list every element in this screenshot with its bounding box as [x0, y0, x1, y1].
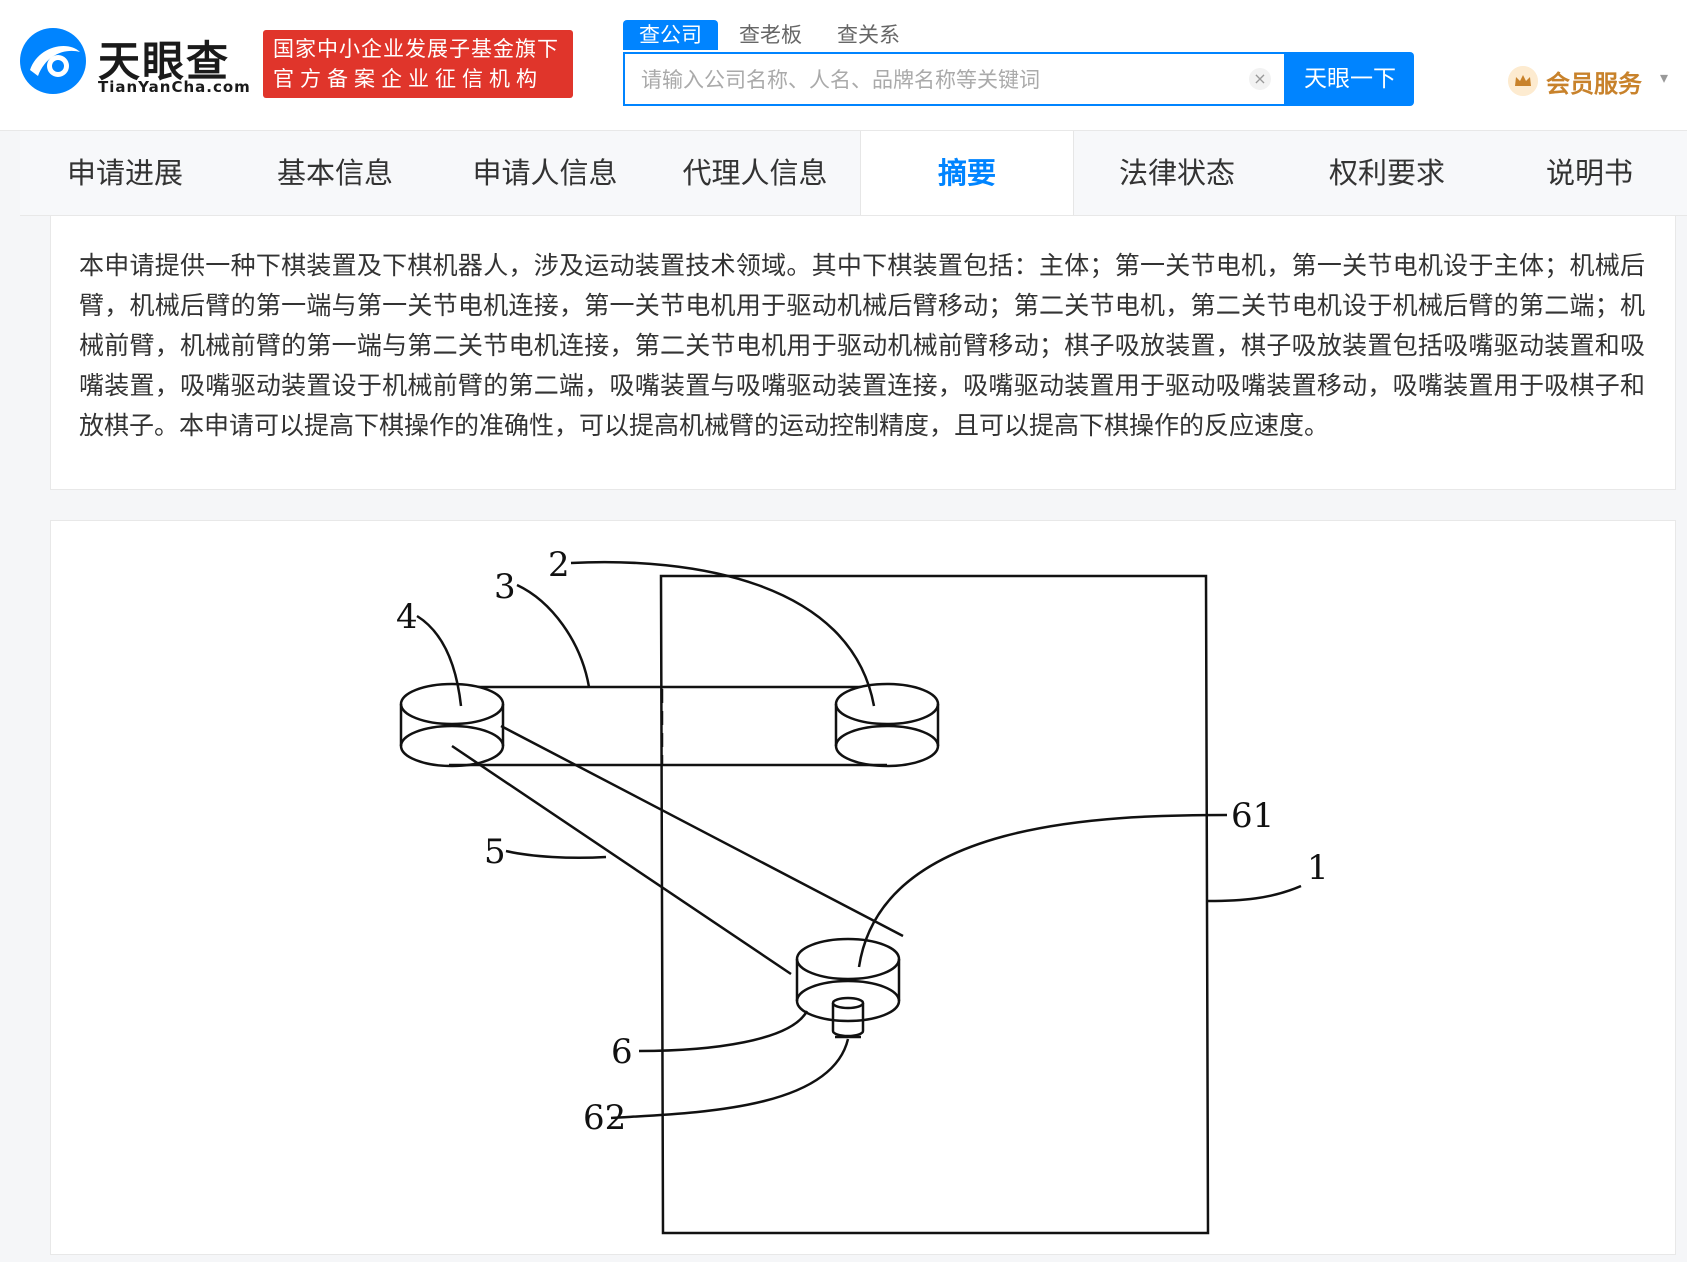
logo-domain: TianYanCha.com: [98, 78, 251, 96]
tianyancha-logo[interactable]: 天眼查 TianYanCha.com: [18, 22, 251, 102]
badge-line-1: 国家中小企业发展子基金旗下: [273, 37, 559, 61]
leader-61: [857, 813, 1228, 968]
abstract-panel: 本申请提供一种下棋装置及下棋机器人，涉及运动装置技术领域。其中下棋装置包括：主体…: [50, 216, 1676, 490]
rear-arm: [449, 685, 887, 767]
search-tab-relation[interactable]: 查关系: [837, 23, 900, 47]
leader-2: [570, 560, 876, 707]
search-box: ×: [623, 52, 1286, 106]
chevron-down-icon: ▾: [1660, 68, 1669, 87]
label-61: 61: [1231, 796, 1274, 836]
label-5: 5: [484, 832, 506, 872]
clear-icon[interactable]: ×: [1249, 68, 1271, 90]
leader-4: [416, 614, 463, 707]
tab-abstract[interactable]: 摘要: [860, 131, 1074, 215]
patent-section-tabs: 申请进展 基本信息 申请人信息 代理人信息 摘要 法律状态 权利要求 说明书: [20, 131, 1687, 216]
leader-6: [638, 1010, 809, 1053]
label-1: 1: [1307, 848, 1329, 888]
tab-basic-info[interactable]: 基本信息: [276, 156, 393, 190]
patent-drawing: 2 3 4 5 61 1 6 62: [396, 545, 1329, 1235]
tab-legal-status[interactable]: 法律状态: [1118, 156, 1235, 190]
leader-5: [505, 849, 607, 859]
tab-agent-info[interactable]: 代理人信息: [682, 156, 828, 190]
tab-description[interactable]: 说明书: [1545, 156, 1633, 190]
logo-text: 天眼查: [98, 37, 231, 86]
leader-1: [1207, 884, 1302, 903]
abstract-text: 本申请提供一种下棋装置及下棋机器人，涉及运动装置技术领域。其中下棋装置包括：主体…: [79, 251, 1645, 440]
eye-logo-icon: [20, 28, 86, 94]
label-2: 2: [548, 545, 570, 585]
search-button[interactable]: 天眼一下: [1286, 52, 1414, 106]
label-62: 62: [583, 1098, 626, 1138]
badge-line-2: 官方备案企业征信机构: [273, 67, 543, 91]
label-6: 6: [611, 1032, 633, 1072]
abstract-figure-panel: 2 3 4 5 61 1 6 62: [50, 520, 1676, 1255]
search-tab-company[interactable]: 查公司: [623, 20, 718, 50]
search-tab-boss[interactable]: 查老板: [739, 23, 802, 47]
label-4: 4: [396, 597, 418, 637]
leader-3: [516, 583, 591, 688]
tab-claims[interactable]: 权利要求: [1328, 156, 1445, 190]
tab-applicant-info[interactable]: 申请人信息: [472, 156, 618, 190]
crown-icon: [1508, 66, 1538, 96]
front-arm: [451, 724, 904, 976]
main-body-outline: [659, 574, 1210, 1235]
leader-62: [610, 1038, 850, 1120]
official-badge: 国家中小企业发展子基金旗下 官方备案企业征信机构: [263, 30, 573, 98]
member-service-label: 会员服务: [1546, 70, 1642, 98]
tab-application-progress[interactable]: 申请进展: [66, 156, 183, 190]
label-3: 3: [494, 567, 516, 607]
top-header: 天眼查 TianYanCha.com 国家中小企业发展子基金旗下 官方备案企业征…: [0, 0, 1687, 131]
search-input[interactable]: [639, 64, 1223, 96]
